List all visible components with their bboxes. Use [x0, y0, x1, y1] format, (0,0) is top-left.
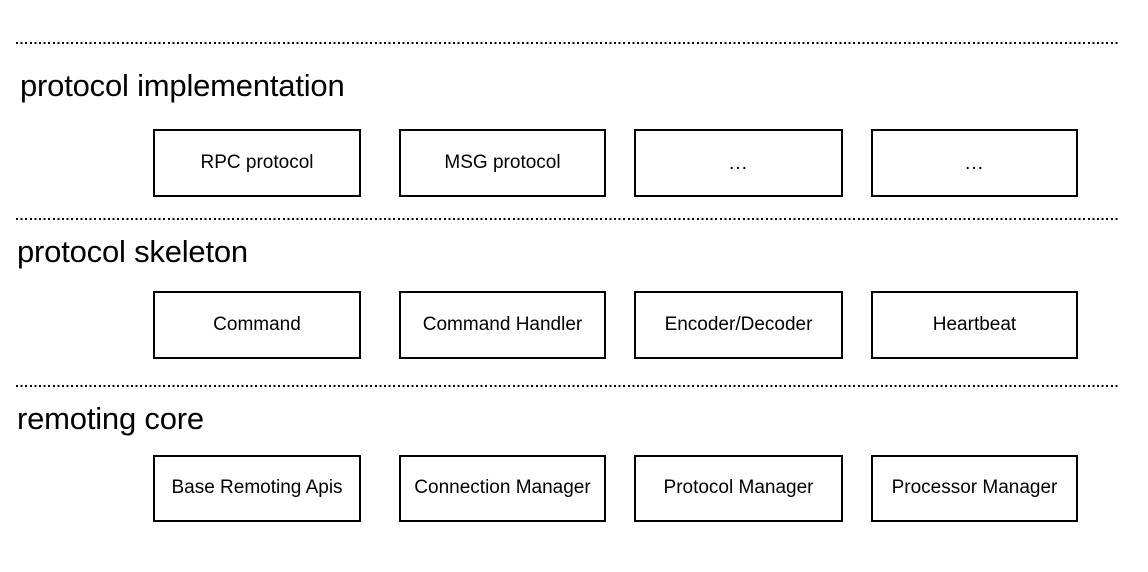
box-label: Processor Manager	[891, 477, 1058, 499]
box-label: Base Remoting Apis	[171, 477, 343, 499]
box-command-handler[interactable]: Command Handler	[399, 291, 606, 359]
box-rpc-protocol[interactable]: RPC protocol	[153, 129, 361, 197]
section-divider-middle	[16, 218, 1118, 220]
section-title-protocol-implementation: protocol implementation	[20, 68, 345, 103]
box-protocol-placeholder-2[interactable]: …	[871, 129, 1078, 197]
box-label: Command Handler	[422, 313, 583, 335]
box-label: Heartbeat	[932, 313, 1017, 335]
box-protocol-placeholder-1[interactable]: …	[634, 129, 843, 197]
section-title-protocol-skeleton: protocol skeleton	[17, 234, 248, 269]
box-msg-protocol[interactable]: MSG protocol	[399, 129, 606, 197]
section-title-remoting-core: remoting core	[17, 401, 204, 436]
box-heartbeat[interactable]: Heartbeat	[871, 291, 1078, 359]
box-label-ellipsis: …	[964, 152, 985, 174]
box-command[interactable]: Command	[153, 291, 361, 359]
box-label: Connection Manager	[414, 477, 591, 499]
box-label: Protocol Manager	[663, 477, 814, 499]
box-label: Encoder/Decoder	[664, 313, 813, 335]
box-label: RPC protocol	[200, 151, 314, 173]
box-label-ellipsis: …	[728, 152, 749, 174]
box-protocol-manager[interactable]: Protocol Manager	[634, 455, 843, 522]
box-connection-manager[interactable]: Connection Manager	[399, 455, 606, 522]
box-encoder-decoder[interactable]: Encoder/Decoder	[634, 291, 843, 359]
section-divider-top	[16, 42, 1118, 44]
box-processor-manager[interactable]: Processor Manager	[871, 455, 1078, 522]
box-label: Command	[213, 313, 301, 335]
section-divider-bottom	[16, 385, 1118, 387]
box-label: MSG protocol	[444, 151, 561, 173]
box-base-remoting-apis[interactable]: Base Remoting Apis	[153, 455, 361, 522]
